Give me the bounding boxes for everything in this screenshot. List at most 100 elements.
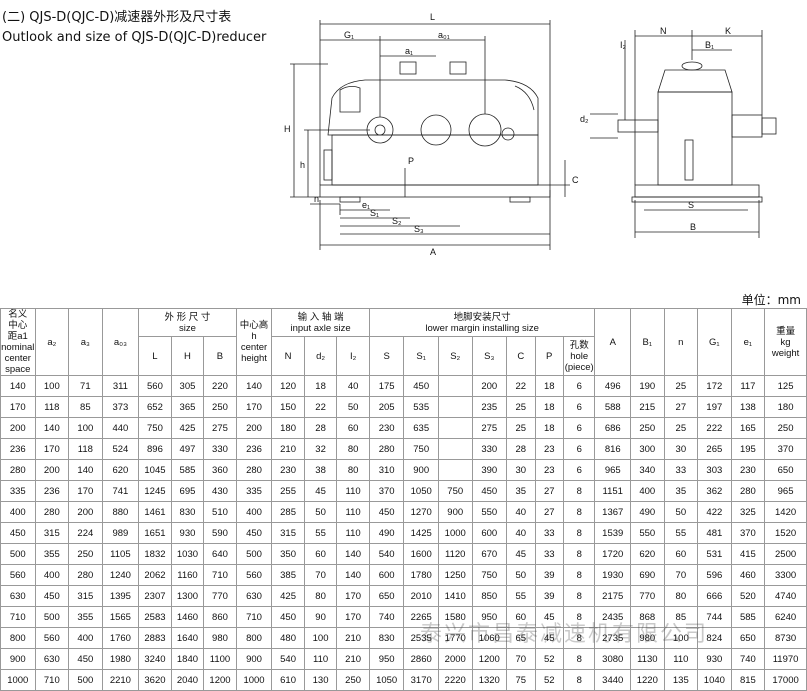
table-cell: 560 [235,564,273,586]
table-cell: 373 [101,396,140,418]
table-cell: 200 [0,417,36,439]
table-cell: 275 [471,417,508,439]
table-cell: 55 [303,522,338,544]
front-housing [327,79,539,136]
table-cell: 490 [630,501,665,523]
table-cell: 1460 [170,606,205,628]
table-cell: 23 [534,459,564,481]
table-cell: 80 [663,585,699,607]
table-cell: 60 [303,543,338,565]
table-cell: 670 [471,543,508,565]
table-cell: 90 [303,606,338,628]
table-cell: 1050 [368,669,405,691]
table-cell: 950 [471,606,508,628]
output-shaft [731,114,763,138]
input-shaft-circle [501,127,515,141]
table-cell: 1420 [764,501,807,523]
header-a2: a₂ [34,308,70,376]
table-cell: 110 [336,522,370,544]
table-cell: 741 [101,480,140,502]
table-cell: 8730 [764,627,807,649]
table-cell: 71 [68,375,103,397]
table-cell: 80 [336,438,370,460]
table-cell: 224 [68,522,103,544]
table-cell: 370 [730,522,766,544]
table-cell [437,417,473,439]
header-d2: d₂ [303,336,338,376]
table-cell: 18 [534,375,564,397]
table-cell: 350 [271,543,305,565]
table-cell: 1651 [138,522,172,544]
table-cell: 3440 [594,669,632,691]
table-cell: 11970 [764,648,807,670]
table-cell: 85 [68,396,103,418]
table-cell: 1320 [471,669,508,691]
table-cell: 210 [271,438,305,460]
table-cell: 8 [562,480,596,502]
table-cell: 896 [138,438,172,460]
header-S: S [368,336,405,376]
table-cell: 235 [471,396,508,418]
table-cell: 710 [203,564,237,586]
header-S1: S₁ [403,336,439,376]
table-cell: 52 [534,669,564,691]
table-cell: 690 [630,564,665,586]
table-cell: 1270 [403,501,439,523]
table-cell: 1240 [101,564,140,586]
table-cell: 740 [368,606,405,628]
table-cell: 23 [534,438,564,460]
table-cell: 50 [506,564,536,586]
table-cell: 40 [506,522,536,544]
table-cell: 38 [303,459,338,481]
table-cell: 750 [437,480,473,502]
table-cell: 365 [170,396,205,418]
table-cell: 770 [630,585,665,607]
table-cell: 180 [271,417,305,439]
table-cell: 175 [368,375,405,397]
table-cell: 27 [534,480,564,502]
title-english: Outlook and size of QJS-D(QJC-D)reducer [2,30,267,45]
table-cell: 330 [471,438,508,460]
table-cell: 868 [630,606,665,628]
table-cell: 1930 [594,564,632,586]
table-cell: 140 [0,375,36,397]
table-cell: 590 [203,522,237,544]
table-cell: 3240 [138,648,172,670]
table-cell: 45 [534,606,564,628]
table-cell: 33 [534,543,564,565]
table-cell: 27 [534,501,564,523]
table-cell: 450 [271,606,305,628]
table-cell: 1780 [403,564,439,586]
table-cell: 30 [506,459,536,481]
table-cell: 285 [271,501,305,523]
table-cell: 531 [697,543,732,565]
table-cell: 640 [203,543,237,565]
table-cell: 220 [203,375,237,397]
table-cell: 80 [303,585,338,607]
table-cell: 1410 [437,585,473,607]
table-cell: 900 [437,501,473,523]
table-cell: 2010 [403,585,439,607]
table-cell: 250 [764,417,807,439]
table-cell: 200 [471,375,508,397]
table-cell: 210 [336,648,370,670]
header-a03: a₀₃ [101,308,140,376]
header-e1: e₁ [730,308,766,376]
table-cell: 1100 [203,648,237,670]
table-cell: 710 [235,606,273,628]
table-cell: 210 [336,627,370,649]
label-L: L [430,12,435,22]
table-cell: 497 [170,438,205,460]
table-cell: 110 [336,480,370,502]
table-cell: 2062 [138,564,172,586]
